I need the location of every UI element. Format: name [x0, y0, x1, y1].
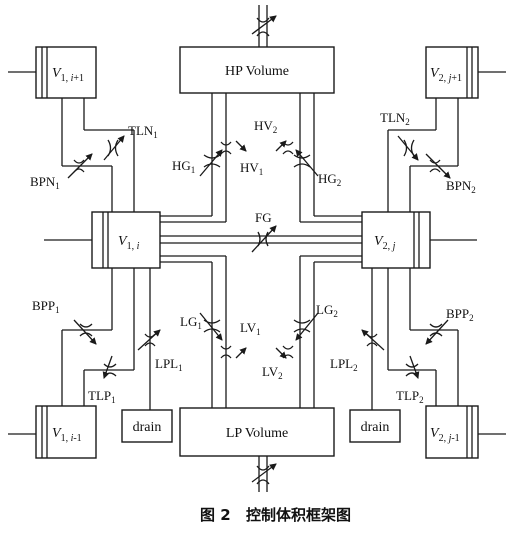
label-tlp2: TLP2	[396, 388, 424, 405]
label-tlp1: TLP1	[88, 388, 116, 405]
tln1-valve-icon	[103, 135, 125, 161]
hp-volume-label: HP Volume	[225, 64, 289, 79]
label-hv1: HV1	[240, 160, 263, 177]
label-fg: FG	[255, 210, 272, 225]
label-tln2: TLN2	[380, 110, 410, 127]
lp-volume-label: LP Volume	[226, 426, 288, 441]
valve-labels: TLN1 BPN1 HG1 HV1 HV2 HG2 TLN2 BPN2 FG B…	[30, 110, 476, 405]
valve-symbols	[67, 15, 451, 485]
v1-i-minus-1-label: V1, i-1	[52, 426, 82, 444]
lp-volume: LP Volume	[179, 407, 335, 457]
supply-valve-icon	[251, 15, 277, 37]
bpn1-valve-icon	[67, 153, 93, 179]
lg2-valve-icon	[293, 312, 319, 341]
figure-caption: 图 2 控制体积框架图	[200, 506, 351, 524]
volume-v2-j-plus-1: V2, j+1	[425, 46, 479, 99]
drain-right-label: drain	[361, 420, 390, 435]
label-hg2: HG2	[318, 171, 341, 188]
v1-i-plus-1-label: V1, i+1	[52, 66, 84, 84]
hg2-valve-icon	[293, 149, 319, 177]
label-lv1: LV1	[240, 320, 261, 337]
bpp2-valve-icon	[425, 319, 449, 345]
exhaust-valve-icon	[251, 463, 277, 485]
v2-j-minus-1-label: V2, j-1	[430, 426, 460, 444]
tlp1-valve-icon	[102, 355, 117, 379]
volume-v1-i: V1, i	[91, 211, 161, 269]
volume-v1-i-minus-1: V1, i-1	[35, 405, 97, 459]
lpl2-valve-icon	[361, 329, 385, 351]
label-bpp1: BPP1	[32, 298, 60, 315]
v2-j-label: V2, j	[374, 234, 396, 252]
drain-right: drain	[349, 409, 401, 443]
label-bpn2: BPN2	[446, 178, 476, 195]
label-hg1: HG1	[172, 158, 195, 175]
drain-left: drain	[121, 409, 173, 443]
caption-figure-number: 图 2	[200, 506, 231, 524]
connection-lines	[8, 5, 506, 492]
hp-volume: HP Volume	[179, 46, 335, 94]
label-lg2: LG2	[316, 302, 338, 319]
bpn2-valve-icon	[425, 153, 451, 179]
tln2-valve-icon	[397, 135, 419, 161]
lv1-valve-icon	[220, 345, 247, 359]
label-bpn1: BPN1	[30, 174, 60, 191]
label-lv2: LV2	[262, 364, 283, 381]
v2-j-plus-1-label: V2, j+1	[430, 66, 462, 84]
fg-valve-icon	[251, 225, 277, 253]
label-tln1: TLN1	[128, 123, 158, 140]
label-lpl2: LPL2	[330, 356, 358, 373]
label-bpp2: BPP2	[446, 306, 474, 323]
label-lpl1: LPL1	[155, 356, 183, 373]
lg1-valve-icon	[199, 312, 223, 341]
hv1-valve-icon	[220, 140, 247, 155]
tlp2-valve-icon	[405, 355, 420, 379]
volume-v2-j: V2, j	[361, 211, 431, 269]
volume-v2-j-minus-1: V2, j-1	[425, 405, 479, 459]
caption-title: 控制体积框架图	[246, 506, 351, 524]
hv2-valve-icon	[275, 140, 294, 155]
label-hv2: HV2	[254, 118, 277, 135]
bpp1-valve-icon	[73, 319, 97, 345]
v1-i-label: V1, i	[118, 234, 140, 252]
volume-v1-i-plus-1: V1, i+1	[35, 46, 97, 99]
lv2-valve-icon	[275, 345, 294, 359]
lpl1-valve-icon	[137, 329, 161, 351]
label-lg1: LG1	[180, 314, 202, 331]
hg1-valve-icon	[199, 149, 223, 177]
drain-left-label: drain	[133, 420, 162, 435]
